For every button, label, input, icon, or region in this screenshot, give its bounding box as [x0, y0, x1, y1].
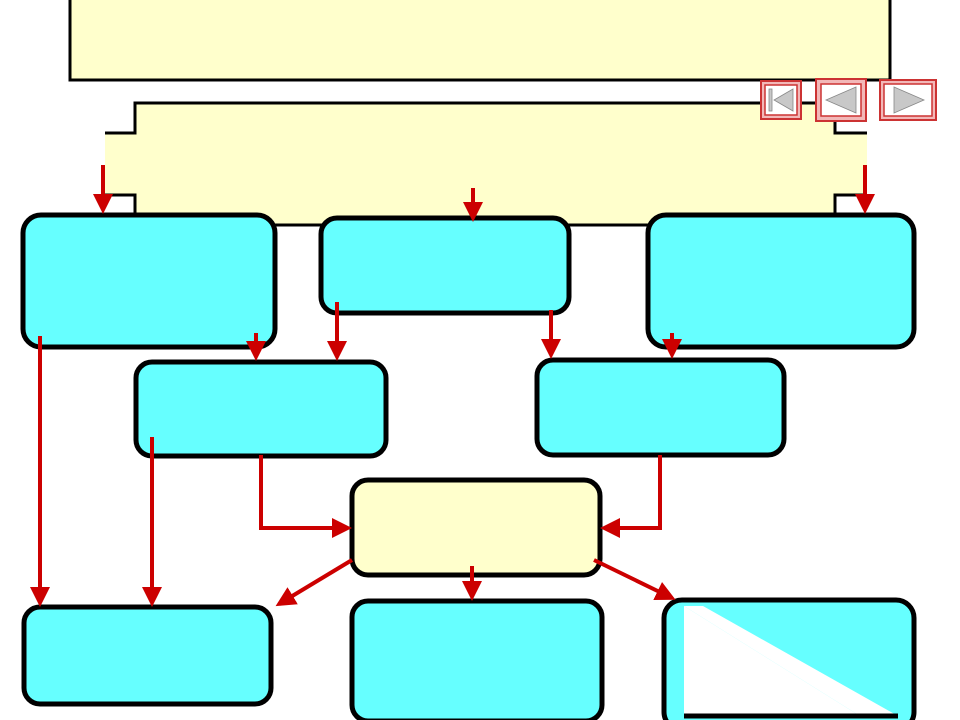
forward-triangle-icon: [893, 86, 926, 114]
row2-right-box: [534, 357, 787, 458]
back-triangle-icon: [824, 86, 857, 114]
row1-right-box: [645, 212, 917, 350]
title-banner: [68, 0, 892, 82]
first-slide-button[interactable]: [760, 80, 802, 120]
forward-button[interactable]: [879, 79, 937, 121]
bottom-left-box: [21, 604, 274, 707]
center-hub-box: [349, 477, 603, 578]
bottom-right-box: [661, 597, 917, 720]
row2-left-box: [133, 359, 389, 459]
bottom-center-box: [349, 598, 605, 720]
skip-to-first-icon: [768, 88, 794, 112]
connector-arrows: [30, 165, 875, 607]
arrow-hub-to-bottom-left: [275, 558, 354, 607]
back-button[interactable]: [815, 78, 867, 122]
top-panel: [105, 101, 867, 227]
row1-left-box: [20, 212, 278, 350]
bottom-right-white-diagonal: [684, 606, 898, 716]
arrow-hub-to-bottom-right: [593, 558, 676, 600]
arrow-r2right-to-hub: [600, 455, 662, 538]
arrow-r2left-to-hub: [259, 455, 352, 538]
row1-center-box: [318, 215, 572, 316]
